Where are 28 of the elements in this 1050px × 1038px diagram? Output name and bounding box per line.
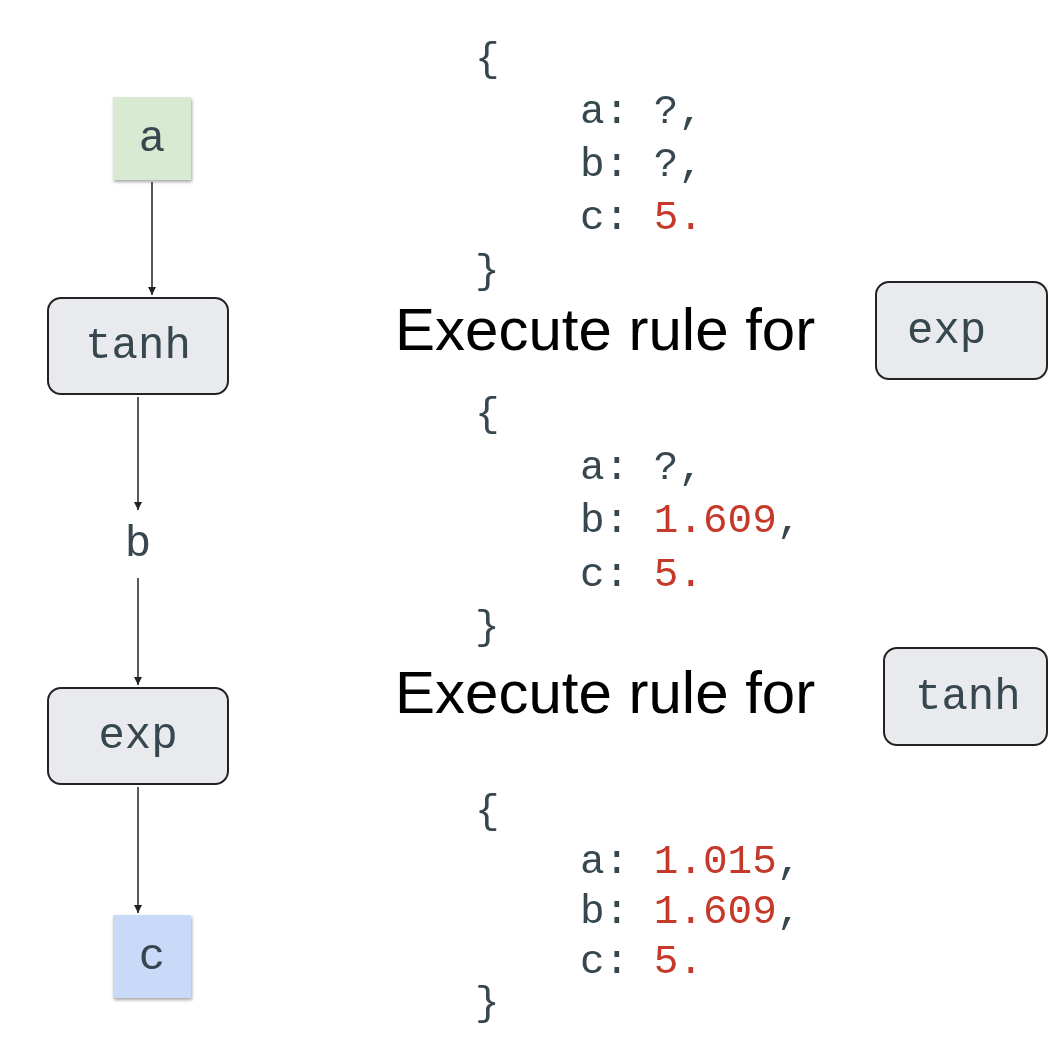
- step-heading: Execute rule for: [395, 658, 816, 728]
- code-line: b: ?,: [580, 141, 704, 190]
- code-line: a: 1.015,: [580, 838, 802, 887]
- code-brace: }: [475, 248, 500, 297]
- operation-box: tanh: [883, 647, 1048, 746]
- code-brace: }: [475, 604, 500, 653]
- code-brace: {: [475, 788, 500, 837]
- code-line: a: ?,: [580, 444, 704, 493]
- input-box: a: [113, 97, 191, 180]
- operation-box: exp: [875, 281, 1048, 380]
- operation-box: exp: [47, 687, 229, 785]
- code-line: a: ?,: [580, 88, 704, 137]
- code-brace: }: [475, 980, 500, 1029]
- arrow: [134, 577, 142, 686]
- code-brace: {: [475, 391, 500, 440]
- arrow: [134, 786, 142, 914]
- output-box: c: [113, 915, 191, 998]
- variable-label: b: [118, 512, 158, 576]
- code-line: c: 5.: [580, 194, 704, 243]
- code-line: b: 1.609,: [580, 497, 802, 546]
- code-line: c: 5.: [580, 551, 704, 600]
- arrow: [134, 396, 142, 511]
- code-line: c: 5.: [580, 938, 704, 987]
- arrow: [148, 181, 156, 296]
- code-line: b: 1.609,: [580, 888, 802, 937]
- step-heading: Execute rule for: [395, 295, 816, 365]
- code-brace: {: [475, 36, 500, 85]
- operation-box: tanh: [47, 297, 229, 395]
